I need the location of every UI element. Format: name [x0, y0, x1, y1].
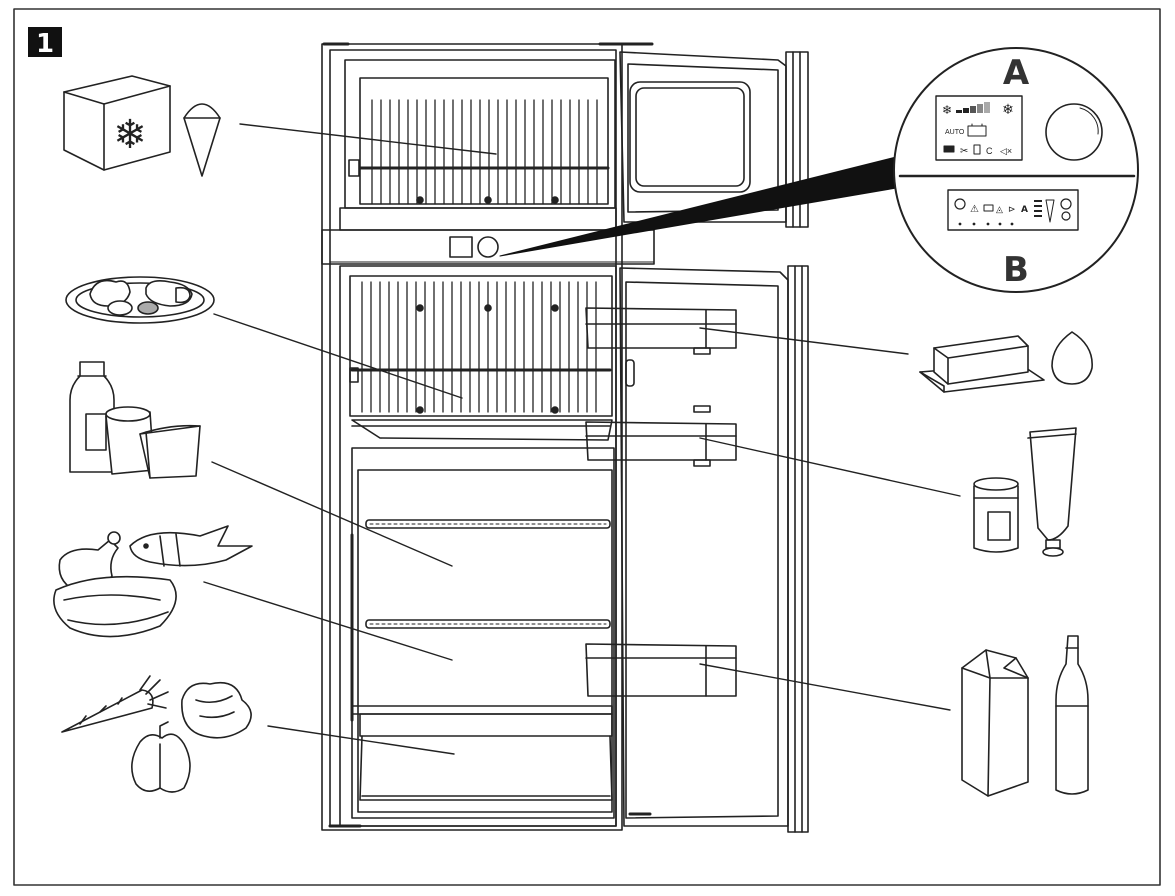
panel-b: ⚠ ◬ ⊳ A: [947, 189, 1079, 231]
callout-label-b: B: [1003, 250, 1029, 290]
frozen-food-icon: ❄: [63, 75, 221, 177]
eye-icon: [1060, 198, 1072, 210]
gas-icon: C: [986, 146, 993, 156]
signal-level-icon: [956, 102, 990, 113]
vegetables-icon: [61, 675, 252, 793]
butter-egg-icon: [919, 331, 1093, 393]
scissors-icon: ✂: [960, 146, 968, 157]
meat-fish-icon: [53, 525, 253, 638]
indicator-dot: [972, 222, 976, 226]
meat-plate-icon: [65, 276, 215, 324]
thermo-icon: [1061, 211, 1071, 221]
control-panel: [321, 229, 655, 265]
leader-dairy: [211, 461, 453, 567]
fridge-door: [585, 265, 809, 833]
door-bin-top: [585, 307, 737, 355]
indicator-dot: [1010, 222, 1014, 226]
leader-butter: [699, 327, 909, 355]
fridge-body: [321, 42, 809, 833]
freezer-door: [619, 51, 809, 228]
figure-number-badge: 1: [28, 27, 62, 59]
plug-icon: ⊳: [1008, 204, 1016, 214]
leader-frozen: [239, 123, 497, 155]
jar-tube-icon: [973, 427, 1077, 557]
auto-label: AUTO: [945, 129, 965, 136]
freezer-compartment: [344, 59, 616, 209]
battery-icon: [967, 123, 987, 137]
drinks-icon: [961, 635, 1089, 797]
mute-icon: ◁×: [1000, 146, 1012, 156]
panel-a: ❄ ❄ AUTO ✂ C ◁×: [935, 95, 1023, 161]
indicator-dot: [958, 222, 962, 226]
level-indicator: [1034, 200, 1042, 217]
door-bin-middle: [585, 405, 737, 467]
leader-lines: [203, 123, 961, 755]
control-knob: [1045, 103, 1103, 161]
snowflake-small-icon: ❄: [942, 103, 952, 117]
snowflake-large-icon: ❄: [1002, 101, 1014, 117]
dairy-icon: [69, 361, 201, 479]
control-panel-callout: A B ❄ ❄ AUTO ✂ C: [499, 47, 1139, 293]
indicator-dot: [998, 222, 1002, 226]
door-bin-bottom: [585, 643, 737, 697]
fridge-compartment: [339, 265, 617, 827]
leader-fish: [203, 581, 453, 661]
callout-label-a: A: [1003, 53, 1030, 93]
indicator-dot: [986, 222, 990, 226]
figure-number: 1: [36, 29, 54, 59]
battery-small-icon: [983, 204, 994, 212]
leader-vegetables: [267, 725, 455, 755]
status-icons-row: ✂ C ◁×: [943, 144, 1012, 157]
leader-jar: [699, 437, 961, 497]
flame-icon: ◬: [996, 204, 1003, 214]
snowflake-icon: ❄: [113, 113, 147, 157]
power-icon: [954, 198, 966, 210]
warning-icon: ⚠: [970, 204, 979, 215]
figure-frame: [13, 8, 1161, 886]
auto-mode-icon: A: [1021, 205, 1028, 215]
leader-meat: [213, 313, 463, 399]
leader-drinks: [699, 663, 951, 711]
